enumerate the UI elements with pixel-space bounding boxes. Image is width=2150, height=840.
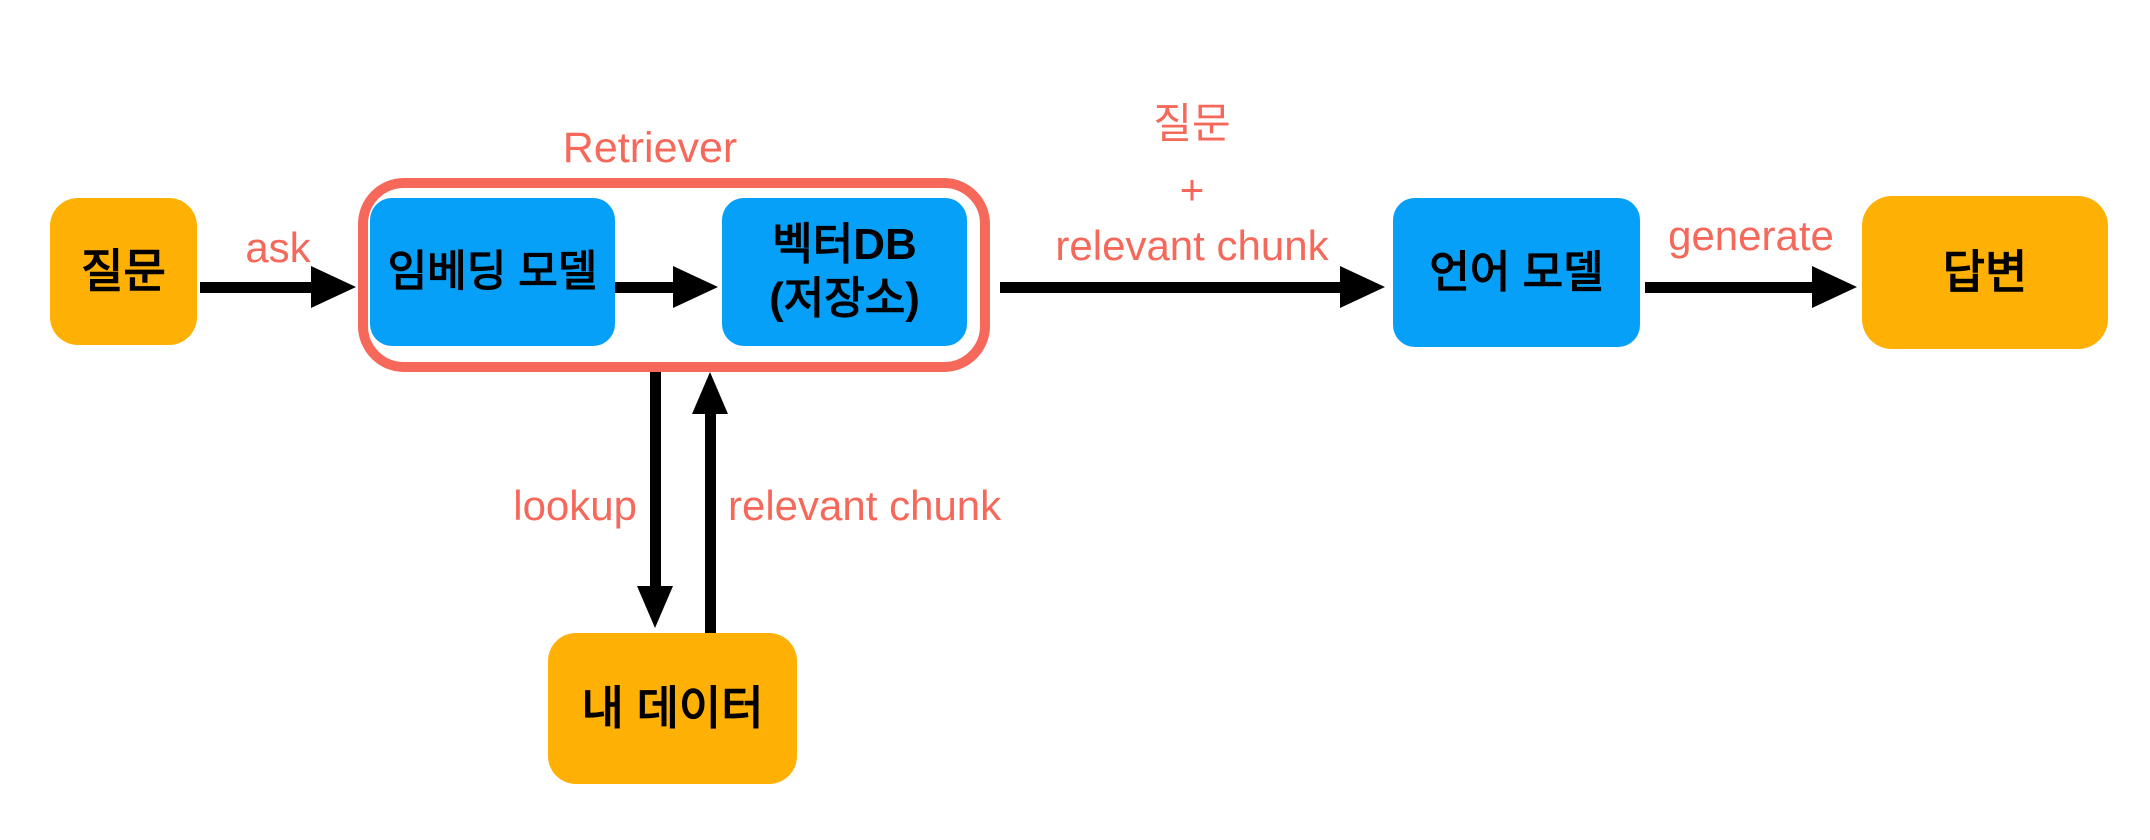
edge-label-plus: + (1179, 166, 1205, 213)
arrow-lookup-line (650, 372, 661, 587)
edge-label-relevant-chunk-up: relevant chunk (728, 482, 1002, 529)
edge-label-query: 질문 (1153, 100, 1231, 147)
node-embedding-model: 임베딩 모델 (370, 198, 615, 346)
edge-label-generate: generate (1668, 212, 1834, 259)
node-question: 질문 (50, 198, 197, 345)
retriever-group-title: Retriever (562, 124, 738, 172)
arrow-to-language-model-line (1000, 282, 1342, 293)
node-question-label: 질문 (81, 245, 166, 298)
arrow-lookup-head (637, 586, 673, 628)
arrow-relevant-chunk-head (692, 372, 728, 414)
node-my-data-label: 내 데이터 (581, 682, 764, 735)
edge-label-ask: ask (245, 224, 311, 271)
arrow-to-language-model-head (1340, 266, 1385, 308)
arrow-generate-head (1812, 266, 1857, 308)
arrow-relevant-chunk-line (705, 414, 716, 633)
retriever-group-border (358, 178, 990, 372)
node-answer: 답변 (1862, 196, 2108, 349)
edge-label-lookup: lookup (513, 482, 637, 529)
node-my-data: 내 데이터 (548, 633, 797, 784)
arrow-ask-head (311, 266, 356, 308)
node-vector-db-line1: 벡터DB (772, 220, 917, 270)
node-answer-label: 답변 (1942, 246, 2028, 299)
node-language-model: 언어 모델 (1393, 198, 1640, 347)
node-embedding-model-label: 임베딩 모델 (387, 247, 598, 296)
edge-label-relevant-chunk: relevant chunk (1055, 222, 1329, 269)
arrow-generate-line (1645, 282, 1814, 293)
node-language-model-label: 언어 모델 (1429, 247, 1604, 297)
arrow-embed-to-db-line (615, 282, 675, 293)
node-vector-db-line2: (저장소) (769, 274, 920, 323)
arrow-ask-line (200, 282, 313, 293)
arrow-embed-to-db-head (673, 266, 718, 308)
node-vector-db: 벡터DB (저장소) (722, 198, 967, 346)
